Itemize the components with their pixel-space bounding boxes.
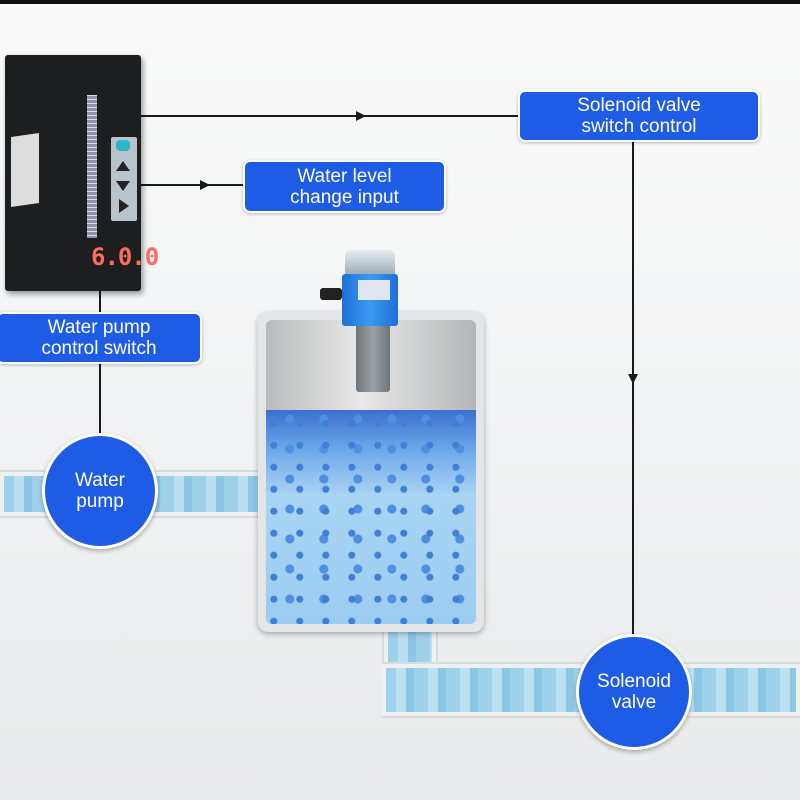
arrow-down-icon [628,374,638,384]
water-pump-node: Water pump [42,433,158,549]
top-border [0,0,800,4]
digital-display: 6.0.0 [91,243,159,271]
level-controller: 6.0.0 [5,55,159,291]
cable-gland-icon [320,288,342,300]
water-level-change-input-label: Water level change input [243,160,446,213]
sensor-probe [356,320,390,392]
bar-graph-scale [87,95,97,238]
device-sticker [11,133,39,207]
ultrasonic-level-sensor [320,250,398,332]
solenoid-valve-node: Solenoid valve [576,634,692,750]
keypad [111,137,137,221]
up-arrow-button[interactable] [116,161,130,171]
right-arrow-button[interactable] [119,199,129,213]
arrow-right-icon [356,111,366,121]
solenoid-valve-switch-control-label: Solenoid valve switch control [518,90,760,142]
arrow-right-icon [200,180,210,190]
water-tank [258,312,484,632]
water-with-bubbles [266,410,476,624]
down-arrow-button[interactable] [116,181,130,191]
water-pump-control-switch-label: Water pump control switch [0,312,202,364]
enter-button[interactable] [116,140,130,151]
